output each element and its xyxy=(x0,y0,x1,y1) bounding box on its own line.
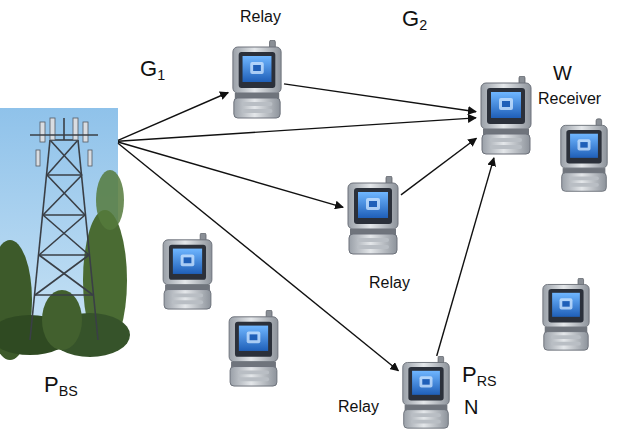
symbol-label: W xyxy=(553,62,572,85)
mobile-phone xyxy=(229,310,278,386)
symbol-label: G2 xyxy=(402,6,427,34)
link-arrow xyxy=(118,143,398,371)
symbol-label: N xyxy=(464,396,478,419)
link-arrow xyxy=(437,158,494,356)
node-label: Relay xyxy=(338,398,379,416)
link-arrow xyxy=(118,93,228,141)
symbol-label: PRS xyxy=(462,362,497,390)
base-station: PBS xyxy=(0,108,118,346)
node-label: Receiver xyxy=(538,90,601,108)
link-arrow xyxy=(118,118,476,141)
mobile-phone xyxy=(543,278,589,350)
relay-phone: Receiver xyxy=(478,76,534,156)
phone-shape xyxy=(230,40,284,120)
phone-shape xyxy=(478,76,534,156)
node-label: PBS xyxy=(44,372,78,400)
node-label: Relay xyxy=(240,8,281,26)
symbol-label: G1 xyxy=(140,56,165,84)
phone-shape xyxy=(345,176,401,256)
node-label: Relay xyxy=(369,274,410,292)
mobile-phone xyxy=(561,119,607,191)
mobile-phone xyxy=(163,233,212,309)
relay-phone: Relay xyxy=(345,176,401,256)
phone-shape xyxy=(400,356,452,430)
link-arrow xyxy=(401,138,476,195)
link-arrow xyxy=(284,84,476,112)
relay-phone: Relay xyxy=(400,356,452,430)
relay-phone: Relay xyxy=(230,40,284,120)
link-arrow xyxy=(118,142,343,207)
base-station-tower xyxy=(0,108,130,360)
